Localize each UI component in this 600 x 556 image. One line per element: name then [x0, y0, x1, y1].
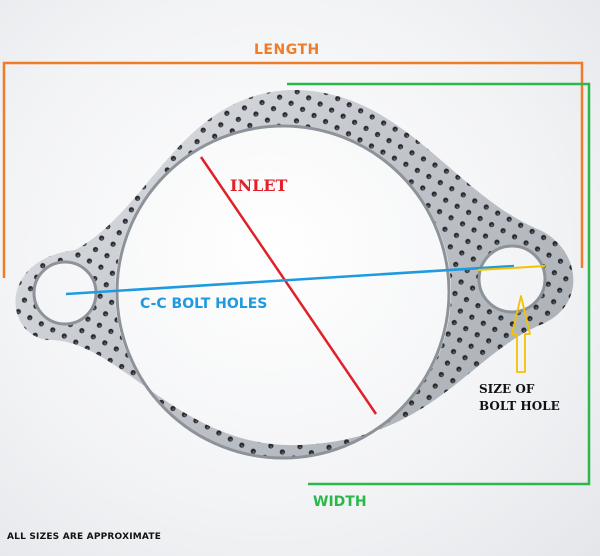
bolt-hole-size-line: [477, 265, 546, 271]
inlet-label: INLET: [230, 176, 288, 195]
length-dimension-bracket: [2, 61, 584, 278]
approximate-sizes-note: ALL SIZES ARE APPROXIMATE: [7, 532, 162, 542]
bolt-hole-text: BOLT HOLE: [479, 399, 560, 413]
width-dimension-bracket: [287, 82, 591, 486]
size-of-text: SIZE OF: [479, 382, 535, 396]
length-label: LENGTH: [254, 42, 320, 58]
bolt-hole-size-arrow: [511, 295, 531, 373]
inlet-diameter-line: [199, 156, 378, 415]
bolt-hole-right: [477, 244, 547, 314]
bolt-hole-size-label: SIZE OF BOLT HOLE: [479, 381, 560, 415]
width-label: WIDTH: [313, 494, 367, 510]
cc-bolt-holes-line: [65, 264, 515, 296]
cc-bolt-holes-label: C-C BOLT HOLES: [140, 296, 268, 312]
